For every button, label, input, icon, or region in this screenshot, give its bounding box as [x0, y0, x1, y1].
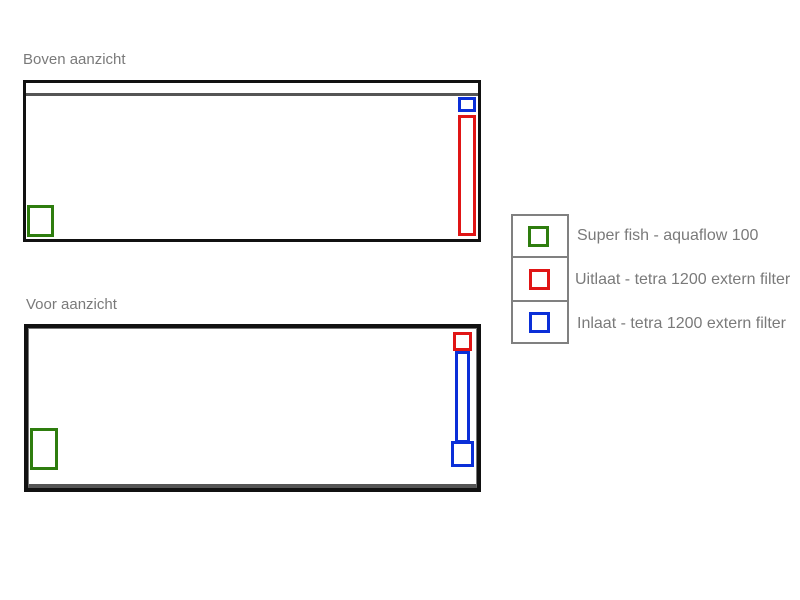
- front-view-inlet-marker: [451, 441, 474, 467]
- top-view-rim-line: [26, 93, 478, 96]
- front-view-tank: [24, 324, 481, 492]
- front-view-outlet-marker: [453, 332, 472, 351]
- legend: Super fish - aquaflow 100 Uitlaat - tetr…: [511, 214, 800, 344]
- legend-label-aquaflow: Super fish - aquaflow 100: [577, 227, 759, 244]
- legend-swatch-cell: [511, 256, 569, 302]
- legend-swatch-cell: [511, 214, 569, 258]
- front-view-title: Voor aanzicht: [26, 296, 117, 313]
- blue-square-icon: [529, 312, 550, 333]
- green-square-icon: [528, 226, 549, 247]
- top-view-outlet-marker: [458, 115, 476, 236]
- legend-swatch-cell: [511, 300, 569, 344]
- top-view-aquaflow-marker: [27, 205, 54, 237]
- top-view-inlet-marker: [458, 97, 476, 112]
- legend-label-outlet: Uitlaat - tetra 1200 extern filter: [575, 271, 791, 288]
- top-view-tank: [23, 80, 481, 242]
- red-square-icon: [529, 269, 550, 290]
- front-view-aquaflow-marker: [30, 428, 58, 470]
- legend-label-inlet: Inlaat - tetra 1200 extern filter: [577, 315, 786, 332]
- top-view-title: Boven aanzicht: [23, 51, 126, 68]
- front-view-inner-frame: [28, 328, 477, 488]
- front-view-inlet-pipe: [455, 351, 470, 443]
